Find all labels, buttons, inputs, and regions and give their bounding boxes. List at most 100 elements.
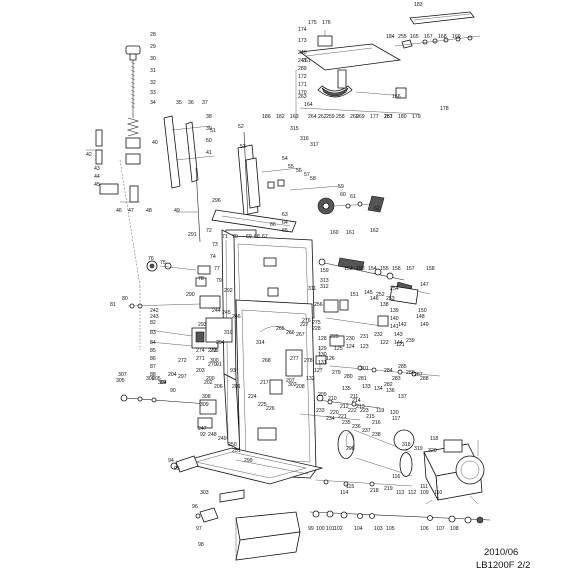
part-number-231: 231 bbox=[360, 334, 369, 340]
part-number-294: 294 bbox=[216, 340, 225, 346]
part-number-40: 40 bbox=[152, 140, 158, 146]
base-accessories bbox=[120, 394, 301, 561]
part-number-246: 246 bbox=[232, 314, 241, 320]
part-number-287: 287 bbox=[414, 372, 423, 378]
part-number-135: 135 bbox=[342, 386, 351, 392]
part-number-261: 261 bbox=[302, 58, 311, 64]
part-number-158: 158 bbox=[426, 266, 435, 272]
part-number-204: 204 bbox=[168, 372, 177, 378]
part-number-140: 140 bbox=[390, 316, 399, 322]
part-number-63: 63 bbox=[282, 212, 288, 218]
part-number-117: 117 bbox=[392, 416, 400, 422]
part-number-133: 133 bbox=[362, 384, 371, 390]
part-number-87: 87 bbox=[150, 364, 156, 370]
part-number-147: 147 bbox=[420, 282, 429, 288]
model-page-label: LB1200F 2/2 bbox=[476, 560, 530, 571]
part-number-110: 110 bbox=[434, 490, 442, 496]
part-number-111: 111 bbox=[420, 484, 428, 490]
part-number-208: 208 bbox=[296, 384, 305, 390]
part-number-84: 84 bbox=[150, 340, 156, 346]
part-number-89: 89 bbox=[160, 380, 166, 386]
part-number-238: 238 bbox=[372, 432, 381, 438]
part-number-104: 104 bbox=[354, 526, 363, 532]
part-number-318: 318 bbox=[402, 442, 411, 448]
part-number-279: 279 bbox=[332, 370, 341, 376]
part-number-123: 123 bbox=[360, 344, 369, 350]
part-number-210: 210 bbox=[328, 396, 337, 402]
part-number-71: 71 bbox=[222, 234, 228, 240]
part-number-100: 100 bbox=[316, 526, 325, 532]
part-number-156: 156 bbox=[392, 266, 401, 272]
part-number-178: 178 bbox=[440, 106, 449, 112]
part-number-80: 80 bbox=[122, 296, 128, 302]
part-number-78: 78 bbox=[198, 276, 204, 282]
part-number-271: 271 bbox=[196, 356, 205, 362]
part-number-218: 218 bbox=[370, 488, 379, 494]
part-number-150: 150 bbox=[418, 308, 427, 314]
part-number-320: 320 bbox=[428, 448, 437, 454]
part-number-39: 39 bbox=[206, 126, 212, 132]
part-number-297: 297 bbox=[178, 374, 187, 380]
part-number-252: 252 bbox=[376, 292, 385, 298]
part-number-248: 248 bbox=[208, 432, 217, 438]
part-number-43: 43 bbox=[94, 166, 100, 172]
part-number-157: 157 bbox=[406, 266, 415, 272]
part-number-59: 59 bbox=[338, 184, 344, 190]
part-number-270: 270 bbox=[208, 362, 217, 368]
part-number-292: 292 bbox=[224, 288, 233, 294]
part-number-300: 300 bbox=[210, 358, 219, 364]
part-number-28: 28 bbox=[150, 32, 156, 38]
part-number-272: 272 bbox=[178, 358, 187, 364]
part-number-176: 176 bbox=[322, 20, 331, 26]
part-number-177: 177 bbox=[370, 114, 379, 120]
part-number-62: 62 bbox=[374, 206, 380, 212]
part-number-151: 151 bbox=[350, 292, 359, 298]
part-number-290: 290 bbox=[186, 292, 195, 298]
part-number-138: 138 bbox=[380, 302, 389, 308]
part-number-41: 41 bbox=[206, 150, 212, 156]
part-number-265: 265 bbox=[276, 326, 285, 332]
part-number-225: 225 bbox=[258, 402, 267, 408]
part-number-148: 148 bbox=[416, 314, 425, 320]
part-number-93: 93 bbox=[230, 368, 236, 374]
part-number-221: 221 bbox=[338, 414, 347, 420]
part-number-180: 180 bbox=[398, 114, 407, 120]
part-number-267: 267 bbox=[296, 332, 305, 338]
part-number-77: 77 bbox=[214, 266, 220, 272]
part-number-102: 102 bbox=[334, 526, 343, 532]
part-number-183: 183 bbox=[414, 2, 423, 8]
part-number-103: 103 bbox=[374, 526, 383, 532]
part-number-298: 298 bbox=[346, 446, 355, 452]
part-number-99: 99 bbox=[308, 526, 314, 532]
part-number-125: 125 bbox=[334, 346, 343, 352]
part-number-315: 315 bbox=[290, 126, 299, 132]
part-number-283: 283 bbox=[392, 376, 401, 382]
part-number-68: 68 bbox=[254, 234, 260, 240]
part-number-42: 42 bbox=[86, 152, 92, 158]
part-number-166: 166 bbox=[392, 94, 401, 100]
part-number-179: 179 bbox=[412, 114, 421, 120]
part-number-167: 167 bbox=[424, 34, 433, 40]
part-number-274: 274 bbox=[196, 348, 205, 354]
part-number-74: 74 bbox=[210, 254, 216, 260]
part-number-306: 306 bbox=[146, 376, 155, 382]
part-number-171: 171 bbox=[298, 82, 307, 88]
part-number-285: 285 bbox=[398, 364, 407, 370]
part-number-232: 232 bbox=[374, 332, 383, 338]
part-number-276: 276 bbox=[302, 318, 311, 324]
drive-assembly bbox=[299, 257, 491, 524]
main-frame bbox=[179, 229, 324, 485]
part-number-289: 289 bbox=[298, 66, 307, 72]
part-number-173: 173 bbox=[298, 38, 307, 44]
part-number-161: 161 bbox=[346, 230, 355, 236]
part-number-54: 54 bbox=[282, 156, 288, 162]
part-number-55: 55 bbox=[288, 164, 294, 170]
part-number-107: 107 bbox=[436, 526, 445, 532]
part-number-275: 275 bbox=[312, 320, 321, 326]
part-number-112: 112 bbox=[408, 490, 416, 496]
part-number-70: 70 bbox=[232, 234, 238, 240]
part-number-81: 81 bbox=[110, 302, 116, 308]
part-number-269: 269 bbox=[356, 114, 365, 120]
part-number-163: 163 bbox=[290, 114, 299, 120]
